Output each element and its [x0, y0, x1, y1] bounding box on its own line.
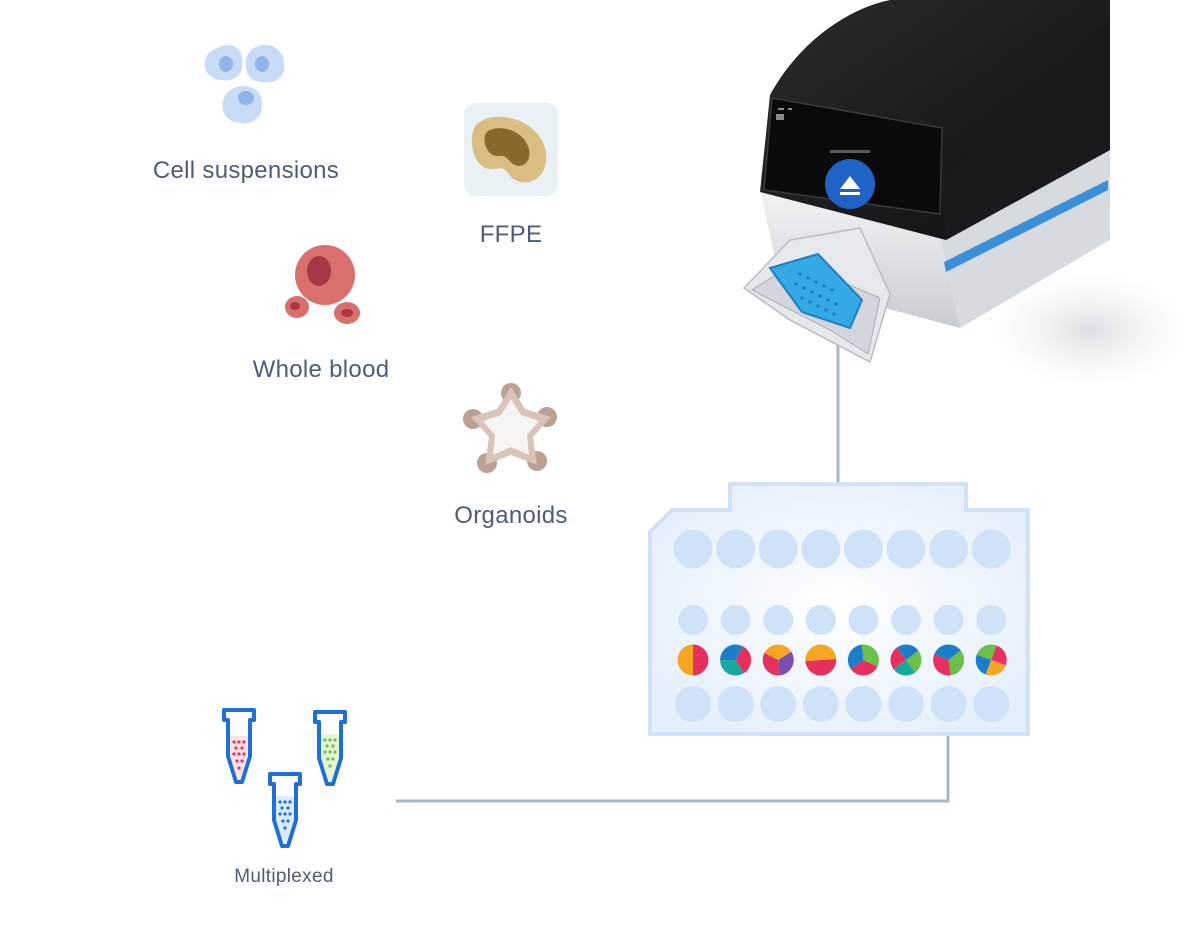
chip-well-middle	[720, 605, 751, 635]
chip-well-middle	[763, 605, 794, 635]
pie-slice	[805, 658, 837, 676]
chip-well-top	[971, 529, 1011, 569]
blood-cells-icon	[281, 245, 363, 325]
pie-slice	[764, 644, 792, 660]
partition-pie	[720, 644, 752, 676]
label-organoids: Organoids	[454, 502, 568, 529]
pie-slice	[893, 660, 916, 676]
chip-well-bottom	[930, 686, 967, 722]
chip-well-middle	[933, 605, 964, 635]
label-ffpe: FFPE	[479, 221, 543, 248]
chip-well-top	[929, 529, 969, 569]
pie-slice	[720, 660, 744, 676]
pie-slice	[896, 644, 919, 660]
partition-pie	[762, 644, 794, 676]
chip-well-bottom	[760, 686, 797, 722]
pie-slice	[720, 644, 744, 661]
chip-well-top	[886, 529, 926, 569]
chip-well-bottom	[675, 686, 711, 722]
label-cell-suspensions: Cell suspensions	[152, 157, 340, 184]
label-multiplexed: Multiplexed	[234, 866, 334, 887]
organoid-icon	[463, 383, 559, 477]
chip-well-top	[673, 529, 713, 569]
pie-slice	[762, 652, 779, 676]
pie-slice	[735, 646, 752, 674]
partition-pie	[933, 644, 965, 676]
ffpe-tissue-icon	[464, 103, 558, 196]
pie-slice	[934, 644, 961, 660]
chip-well-bottom	[888, 686, 924, 722]
partition-pie	[890, 644, 922, 676]
cell-suspension-icon	[200, 40, 292, 130]
eject-icon	[840, 176, 860, 195]
label-whole-blood: Whole blood	[252, 356, 390, 383]
pie-slice	[850, 660, 878, 676]
chip-diagram	[648, 482, 1030, 736]
pie-slice	[991, 645, 1007, 666]
chip-well-middle	[848, 605, 879, 635]
chip-well-top	[758, 529, 798, 569]
chip-well-bottom	[845, 686, 882, 722]
pie-slice	[890, 647, 906, 670]
pie-slice	[778, 651, 794, 676]
pie-slice	[975, 654, 992, 675]
pie-slice	[906, 650, 922, 673]
pie-slice	[693, 644, 709, 676]
pie-slice	[677, 644, 693, 676]
chip-well-bottom	[802, 686, 839, 722]
partition-pie	[805, 644, 837, 676]
pie-slice	[861, 644, 879, 667]
pie-slice	[805, 644, 837, 662]
partition-pie	[975, 644, 1007, 676]
chip-well-middle	[891, 605, 921, 635]
pie-slice	[933, 654, 951, 676]
chip-well-bottom	[973, 686, 1010, 722]
chip-well-middle	[805, 605, 836, 635]
chip-well-top	[843, 529, 883, 569]
chip-well-bottom	[717, 686, 754, 722]
chip-well-top	[801, 529, 841, 569]
sample-tubes-icon	[218, 700, 352, 850]
chip-well-middle	[976, 605, 1007, 635]
chip-well-top	[716, 529, 756, 569]
pie-slice	[976, 644, 997, 660]
partition-pie	[677, 644, 709, 676]
pie-slice	[985, 660, 1006, 676]
chip-well-middle	[678, 605, 708, 635]
partition-pie	[847, 644, 879, 676]
pie-slice	[948, 650, 965, 676]
chromium-instrument	[730, 0, 1200, 420]
pie-slice	[847, 644, 864, 669]
